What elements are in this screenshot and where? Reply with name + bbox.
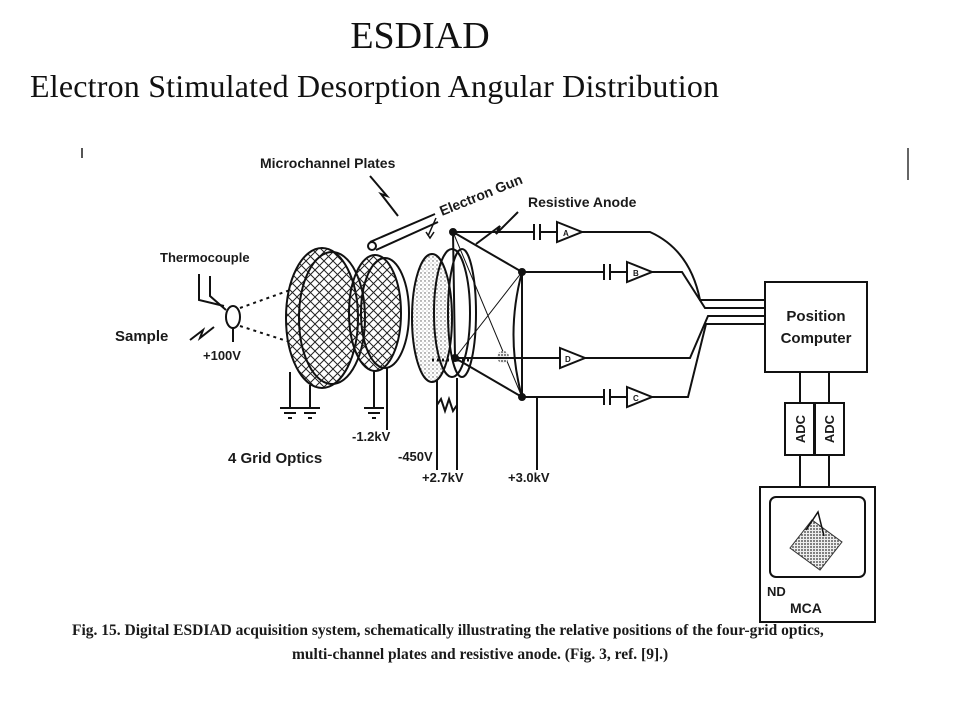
electron-gun — [367, 213, 439, 251]
adc-units — [784, 372, 845, 487]
label-mcp-back-voltage: +2.7kV — [422, 470, 464, 485]
ground-symbols — [280, 368, 388, 430]
label-grid-optics: 4 Grid Optics — [228, 450, 322, 467]
output-wiring — [582, 231, 765, 398]
mca-nd-label: ND — [767, 584, 786, 599]
slide-title: ESDIAD — [350, 15, 490, 57]
resistive-anode — [449, 228, 526, 401]
label-mcp-front-voltage: -450V — [398, 449, 433, 464]
label-thermocouple: Thermocouple — [160, 250, 250, 265]
signal-lines — [455, 224, 627, 470]
grid-optics — [285, 247, 410, 389]
adc-label-left: ADC — [793, 414, 808, 443]
amp-label-d: D — [565, 355, 571, 364]
label-electron-gun: Electron Gun — [437, 171, 524, 219]
position-computer — [764, 281, 868, 373]
label-resistive-anode: Resistive Anode — [528, 194, 637, 210]
label-anode-voltage: +3.0kV — [508, 470, 550, 485]
label-grid-voltage: -1.2kV — [352, 429, 391, 444]
mca-label: MCA — [790, 600, 822, 616]
amp-label-c: C — [633, 394, 639, 403]
amp-label-a: A — [563, 229, 569, 238]
position-computer-label-1: Position — [786, 308, 845, 325]
microchannel-plates — [411, 248, 477, 470]
adc-label-right: ADC — [822, 414, 837, 443]
figure-caption-line-1: Fig. 15. Digital ESDIAD acquisition syst… — [72, 622, 824, 639]
slide-subtitle: Electron Stimulated Desorption Angular D… — [30, 68, 720, 104]
amplifiers — [556, 220, 655, 409]
label-sample: Sample — [115, 328, 168, 345]
position-computer-label-2: Computer — [781, 330, 852, 347]
sample — [198, 274, 241, 342]
mca-display — [759, 486, 876, 623]
label-sample-voltage: +100V — [203, 348, 241, 363]
amp-label-b: B — [633, 269, 639, 278]
label-microchannel-plates: Microchannel Plates — [260, 155, 396, 171]
figure-caption-line-2: multi-channel plates and resistive anode… — [292, 646, 669, 663]
